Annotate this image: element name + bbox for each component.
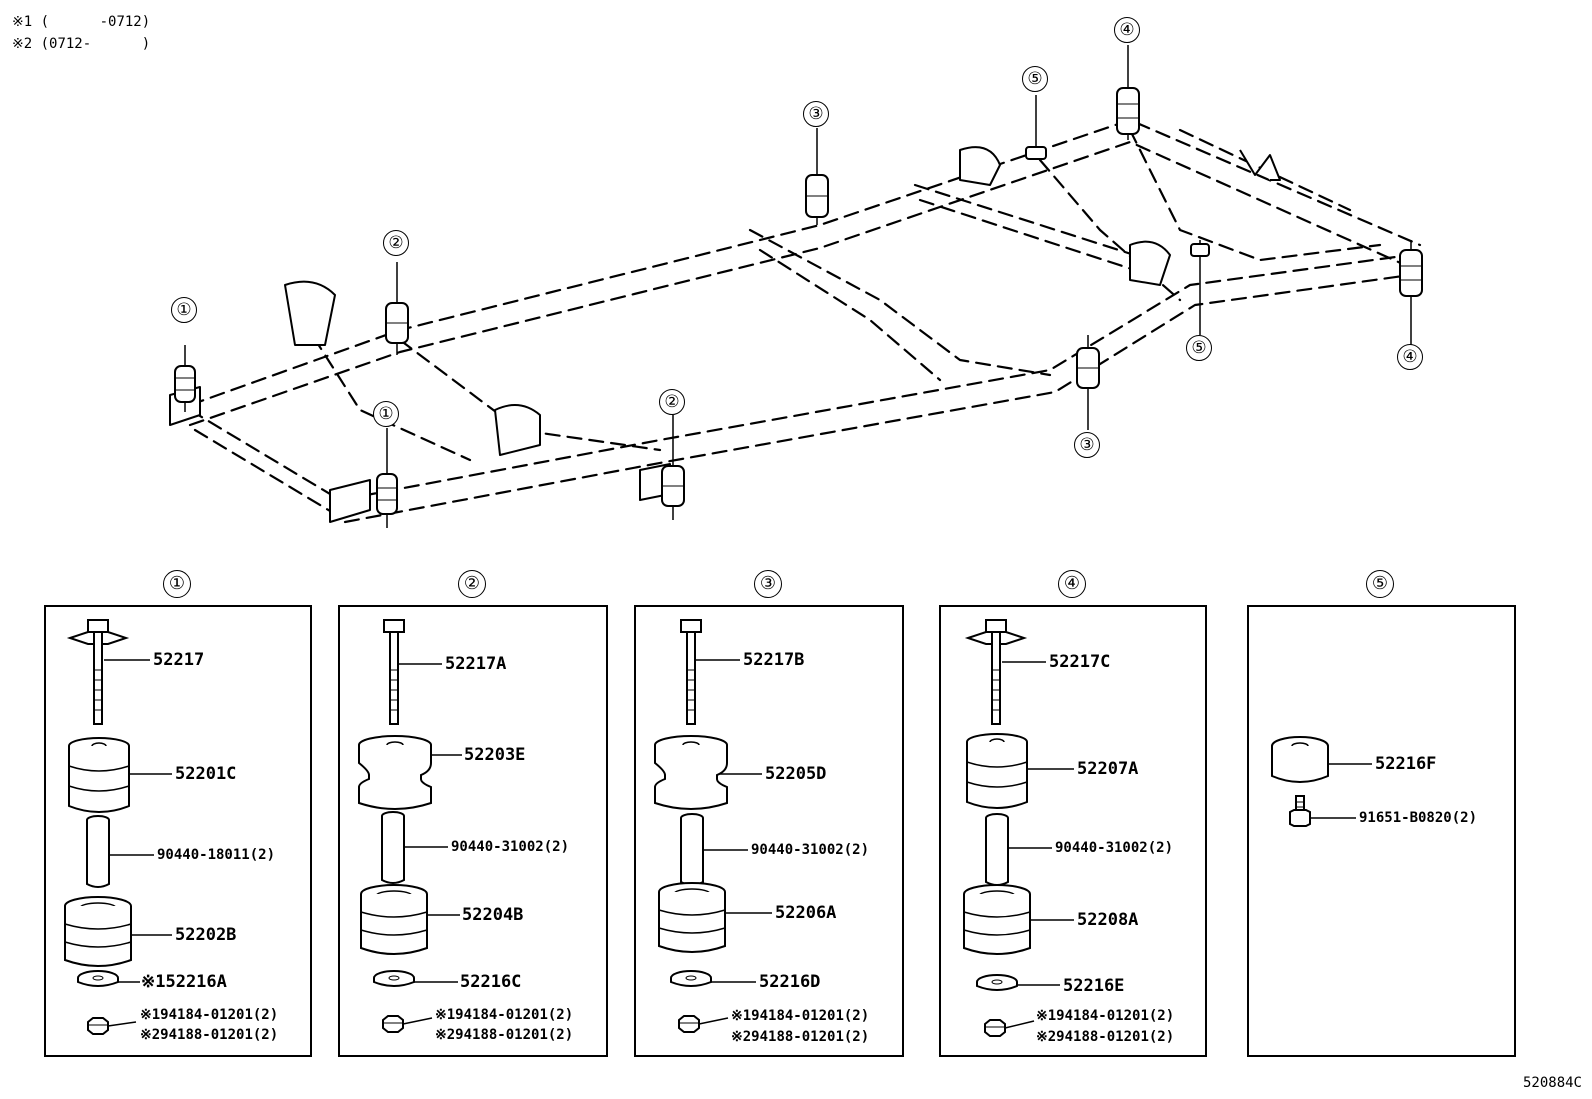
panel-5-number: ⑤ — [1366, 570, 1394, 598]
panel-2-nut — [382, 1015, 433, 1033]
panel-3-bolt — [680, 619, 740, 725]
callout-4-left: ④ — [1114, 17, 1140, 43]
callout-5-left: ⑤ — [1022, 66, 1048, 92]
frame-mount-5a — [1025, 95, 1047, 160]
panel-1-upper-cushion — [68, 737, 172, 813]
panel-4-lower-cushion-label: 52208A — [1077, 910, 1139, 930]
panel-4-bolt — [967, 619, 1046, 725]
frame-mount-4a — [1116, 45, 1140, 140]
panel-4-washer — [976, 974, 1060, 991]
panel-3-upper-cushion — [654, 735, 762, 810]
panel-1-nut-label-2: ※294188-01201(2) — [140, 1027, 279, 1043]
panel-4-number: ④ — [1058, 570, 1086, 598]
callout-3-left: ③ — [803, 101, 829, 127]
panel-5-cushion — [1271, 736, 1372, 783]
panel-4-upper-cushion — [966, 733, 1074, 809]
panel-3-washer-label: 52216D — [759, 972, 821, 992]
panel-3-number: ③ — [754, 570, 782, 598]
frame-mount-2b — [661, 415, 685, 520]
crossmember-2 — [748, 228, 1052, 377]
panel-1-bolt — [69, 619, 150, 725]
panel-3-lower-cushion-label: 52206A — [775, 903, 837, 923]
panel-3-lower-cushion — [658, 882, 772, 953]
frame-left-rail — [188, 118, 1422, 407]
panel-4-collar-label: 90440-31002(2) — [1055, 840, 1174, 856]
panel-2-upper-cushion — [358, 735, 462, 810]
panel-4-bolt-label: 52217C — [1049, 652, 1111, 672]
frame-mount-1a — [174, 345, 196, 412]
panel-1-bolt-label: 52217 — [153, 650, 205, 670]
panel-4-nut-label-2: ※294188-01201(2) — [1036, 1029, 1175, 1045]
panel-3-nut-label-1: ※194184-01201(2) — [731, 1008, 870, 1024]
panel-1-collar — [86, 815, 154, 888]
panel-4-nut-label-1: ※194184-01201(2) — [1036, 1008, 1175, 1024]
rear-crossmember — [1128, 128, 1382, 262]
panel-1-number: ① — [163, 570, 191, 598]
frame-mount-5b — [1190, 240, 1210, 335]
frame-mount-3b — [1076, 335, 1100, 430]
panel-2-collar-label: 90440-31002(2) — [451, 839, 570, 855]
panel-3-bolt-label: 52217B — [743, 650, 805, 670]
frame-mount-3a — [805, 128, 829, 225]
frame-right-rail — [338, 253, 1412, 502]
panel-1-washer-label: ※152216A — [141, 972, 227, 992]
legend-line-2: ※2 (0712- ) — [12, 36, 151, 52]
callout-5-right: ⑤ — [1186, 335, 1212, 361]
panel-1-lower-cushion — [64, 896, 172, 967]
frame-mount-1b — [376, 428, 398, 528]
panel-3-nut-label-2: ※294188-01201(2) — [731, 1029, 870, 1045]
callout-2-left: ② — [383, 230, 409, 256]
callout-1-front-right: ① — [373, 401, 399, 427]
rear-axle — [913, 183, 1152, 262]
panel-4-collar — [985, 813, 1052, 886]
panel-3-upper-cushion-label: 52205D — [765, 764, 827, 784]
frame-illustration — [169, 45, 1423, 528]
frame-mount-4b — [1399, 240, 1423, 345]
panel-3-collar — [680, 813, 748, 886]
panel-2-number: ② — [458, 570, 486, 598]
panel-2-bolt-label: 52217A — [445, 654, 507, 674]
panel-1-upper-cushion-label: 52201C — [175, 764, 237, 784]
panel-2-upper-cushion-label: 52203E — [464, 745, 526, 765]
panel-2-nut-label-2: ※294188-01201(2) — [435, 1027, 574, 1043]
panel-2-lower-cushion — [360, 884, 460, 955]
panel-5-screw — [1289, 795, 1356, 827]
panel-2-bolt — [383, 619, 442, 725]
panel-1-nut — [87, 1017, 137, 1035]
legend-line-1: ※1 ( -0712) — [12, 14, 151, 30]
panel-2-lower-cushion-label: 52204B — [462, 905, 524, 925]
panel-4-lower-cushion — [963, 884, 1074, 955]
panel-2-washer — [373, 970, 458, 987]
panel-2-washer-label: 52216C — [460, 972, 522, 992]
front-crossmember — [188, 408, 342, 502]
callout-1-front-left: ① — [171, 297, 197, 323]
panel-5-cushion-label: 52216F — [1375, 754, 1437, 774]
frame-mount-2a — [385, 262, 409, 355]
callout-4-right: ④ — [1397, 344, 1423, 370]
panel-2-nut-label-1: ※194184-01201(2) — [435, 1007, 574, 1023]
panel-mount-5 — [1247, 605, 1516, 1057]
panel-4-upper-cushion-label: 52207A — [1077, 759, 1139, 779]
panel-3-washer — [670, 970, 756, 987]
panel-1-nut-label-1: ※194184-01201(2) — [140, 1007, 279, 1023]
panel-3-collar-label: 90440-31002(2) — [751, 842, 870, 858]
panel-5-screw-label: 91651-B0820(2) — [1359, 810, 1478, 826]
callout-2-right: ② — [659, 389, 685, 415]
callout-3-right: ③ — [1074, 432, 1100, 458]
panel-1-lower-cushion-label: 52202B — [175, 925, 237, 945]
panel-4-washer-label: 52216E — [1063, 976, 1125, 996]
diagram-id: 520884C — [1522, 1075, 1582, 1091]
panel-4-nut — [984, 1019, 1035, 1037]
panel-3-nut — [678, 1015, 729, 1033]
panel-1-washer — [77, 970, 140, 987]
panel-2-collar — [381, 811, 448, 884]
crossmember-1 — [398, 338, 662, 452]
panel-1-collar-label: 90440-18011(2) — [157, 847, 276, 863]
